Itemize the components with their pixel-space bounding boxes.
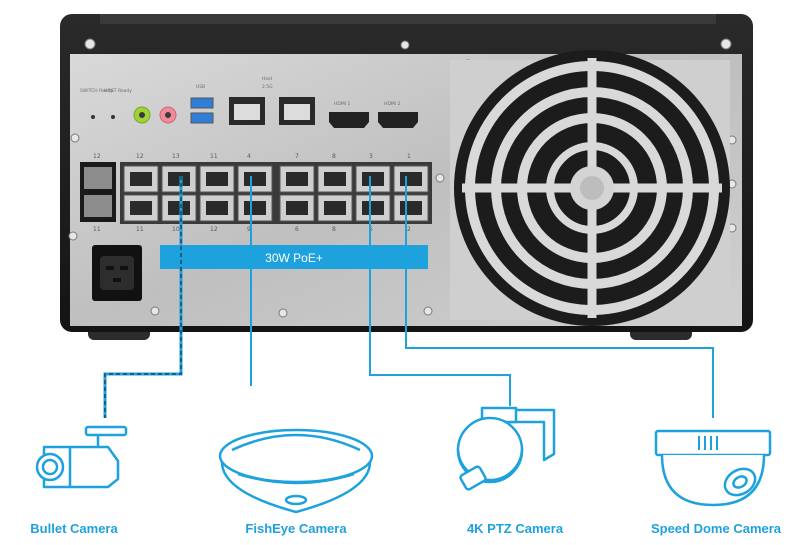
svg-text:3: 3 <box>369 153 373 160</box>
host-ready-led <box>111 115 115 119</box>
usb-label: USB <box>196 84 205 90</box>
sfp-cage <box>80 162 116 222</box>
svg-text:13: 13 <box>172 153 180 160</box>
poe-banner-text: 30W PoE+ <box>265 251 323 265</box>
svg-text:12: 12 <box>210 226 218 233</box>
svg-text:8: 8 <box>332 226 336 233</box>
bullet-camera-icon <box>35 425 128 489</box>
bullet-camera-label: Bullet Camera <box>30 521 118 536</box>
switch-ready-led <box>91 115 95 119</box>
poe-port-block-right <box>276 162 432 224</box>
svg-text:8: 8 <box>332 153 336 160</box>
svg-text:11: 11 <box>93 226 101 233</box>
svg-text:9: 9 <box>247 226 251 233</box>
poe-banner <box>160 245 428 269</box>
hdmi-port-1 <box>329 112 369 128</box>
cable-ptz-camera <box>369 176 511 406</box>
speed-dome-camera-icon <box>654 429 772 507</box>
svg-text:12: 12 <box>93 153 101 160</box>
switch-ready-label: SWITCH Ready <box>80 88 113 94</box>
speed-dome-camera-label: Speed Dome Camera <box>650 521 782 536</box>
svg-text:11: 11 <box>136 226 144 233</box>
usb-port-1 <box>190 97 214 109</box>
cable-speed-dome-camera <box>405 176 714 418</box>
fisheye-camera-label: FishEye Camera <box>245 521 347 536</box>
host-sub-label: 2.5G <box>262 84 273 90</box>
svg-text:12: 12 <box>136 153 144 160</box>
svg-text:1: 1 <box>407 153 411 160</box>
ptz-camera-label: 4K PTZ Camera <box>466 521 564 536</box>
ptz-camera-icon <box>456 406 556 491</box>
cable-bullet-camera <box>103 176 183 418</box>
port-number-labels-top: 12 12 13 11 4 7 8 3 1 <box>93 153 411 160</box>
svg-text:7: 7 <box>295 153 299 160</box>
fisheye-camera-icon <box>218 428 374 514</box>
chassis-top-edge <box>100 14 716 24</box>
hdmi-2-label: HDMI 2 <box>384 101 400 107</box>
svg-text:6: 6 <box>295 226 299 233</box>
poe-port-block-left <box>120 162 276 224</box>
svg-text:11: 11 <box>210 153 218 160</box>
power-inlet <box>92 245 142 301</box>
hdmi-port-2 <box>378 112 418 128</box>
cooling-fan <box>450 50 730 326</box>
svg-text:10: 10 <box>172 226 180 233</box>
hdmi-1-label: HDMI 1 <box>334 101 350 107</box>
svg-text:4: 4 <box>247 153 251 160</box>
host-label: Host <box>262 76 272 82</box>
usb-port-2 <box>190 112 214 124</box>
rj45-port <box>199 194 235 222</box>
svg-text:2: 2 <box>407 226 411 233</box>
host-ready-label: HOST Ready <box>104 88 132 94</box>
